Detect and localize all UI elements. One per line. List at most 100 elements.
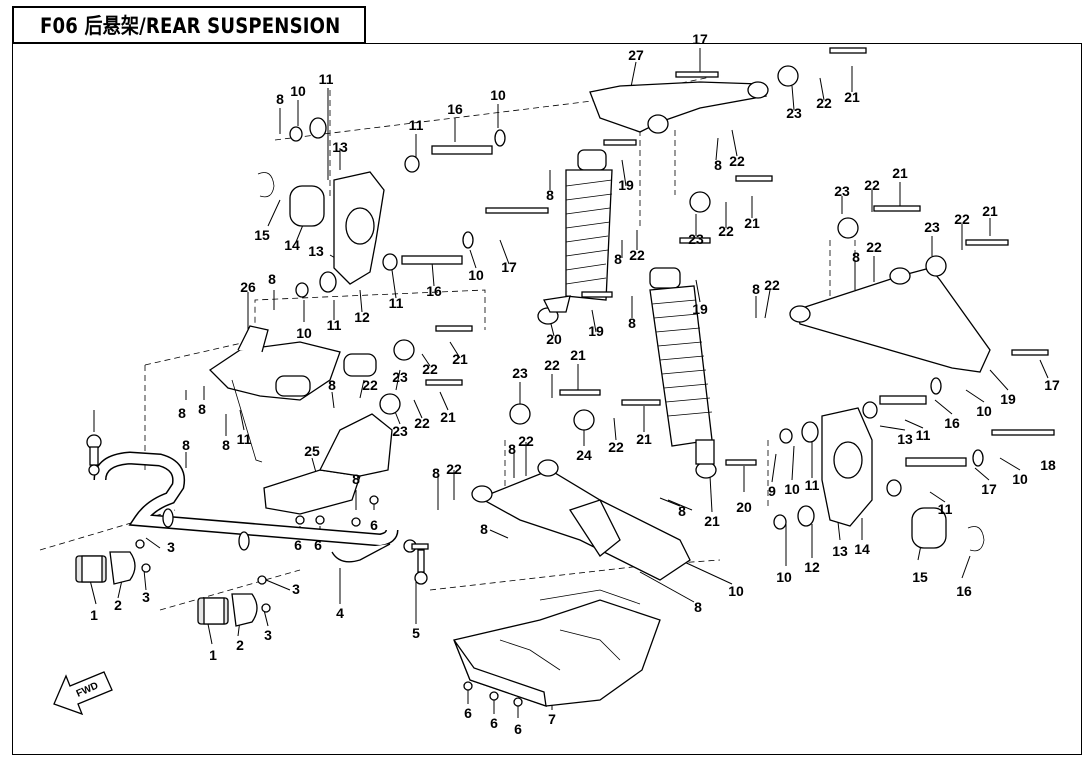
callout-10: 10 <box>776 569 792 585</box>
callout-4: 4 <box>336 605 344 621</box>
callout-17: 17 <box>1044 377 1060 393</box>
callout-15: 15 <box>254 227 270 243</box>
callout-10: 10 <box>290 83 306 99</box>
callout-22: 22 <box>544 357 560 373</box>
callout-21: 21 <box>892 165 908 181</box>
callout-23: 23 <box>512 365 528 381</box>
callout-8: 8 <box>178 405 186 421</box>
shock-absorber-right <box>649 267 717 479</box>
callout-22: 22 <box>816 95 832 111</box>
callout-8: 8 <box>752 281 760 297</box>
callout-8: 8 <box>614 251 622 267</box>
bushings-and-clamps <box>75 539 271 627</box>
callout-8: 8 <box>508 441 516 457</box>
callout-11: 11 <box>409 117 424 133</box>
callout-17: 17 <box>501 259 517 275</box>
callout-21: 21 <box>452 351 468 367</box>
callout-8: 8 <box>480 521 488 537</box>
callout-8: 8 <box>432 465 440 481</box>
callout-23: 23 <box>924 219 940 235</box>
callout-7: 7 <box>548 711 556 727</box>
callout-25: 26 <box>240 279 256 295</box>
callout-21: 21 <box>744 215 760 231</box>
callout-12: 13 <box>832 543 848 559</box>
callout-8: 8 <box>678 503 686 519</box>
callout-2: 2 <box>114 597 122 613</box>
shock-absorber-left <box>537 149 613 325</box>
skid-plate <box>453 589 661 707</box>
fasteners <box>289 47 1055 530</box>
callout-19: 20 <box>736 499 752 515</box>
callout-6: 6 <box>294 537 302 553</box>
callout-22: 22 <box>422 361 438 377</box>
callout-9: 10 <box>728 583 744 599</box>
stabilizer-bar <box>93 451 399 563</box>
callout-19: 19 <box>692 301 708 317</box>
callout-21: 21 <box>440 409 456 425</box>
callout-13: 14 <box>854 541 870 557</box>
stabilizer-link-right <box>403 539 429 585</box>
callout-26: 27 <box>628 47 644 63</box>
callout-6: 6 <box>490 715 498 731</box>
callout-22: 22 <box>629 247 645 263</box>
callout-8: 9 <box>768 483 776 499</box>
callout-19: 19 <box>588 323 604 339</box>
callout-22: 22 <box>518 433 534 449</box>
callout-23: 24 <box>576 447 592 463</box>
callout-8: 8 <box>222 437 230 453</box>
stabilizer-link-left <box>86 434 102 476</box>
callout-8: 8 <box>328 377 336 393</box>
callout-2: 2 <box>236 637 244 653</box>
callout-8: 8 <box>852 249 860 265</box>
rear-frame-bracket <box>208 325 377 463</box>
callout-16: 16 <box>447 101 463 117</box>
callout-5: 5 <box>412 625 420 641</box>
callout-23: 23 <box>786 105 802 121</box>
callout-19: 19 <box>618 177 634 193</box>
callout-17: 17 <box>692 31 708 47</box>
lower-a-arm-center <box>471 459 691 581</box>
callout-20: 21 <box>704 513 720 529</box>
callout-11: 12 <box>804 559 820 575</box>
callout-22: 22 <box>954 211 970 227</box>
callout-8: 8 <box>694 599 702 615</box>
callout-12: 12 <box>354 309 370 325</box>
callout-10: 11 <box>237 431 252 447</box>
callout-13: 13 <box>332 139 348 155</box>
callout-3: 3 <box>142 589 150 605</box>
callout-6: 6 <box>464 705 472 721</box>
callout-22: 22 <box>414 415 430 431</box>
callout-3: 3 <box>167 539 175 555</box>
callout-11: 11 <box>938 501 953 517</box>
callout-13: 13 <box>897 431 913 447</box>
callout-11: 11 <box>805 477 820 493</box>
callout-6: 6 <box>314 537 322 553</box>
callout-23: 23 <box>392 423 408 439</box>
upper-a-arm-top <box>589 81 769 134</box>
callout-11: 11 <box>389 295 404 311</box>
callout-21: 21 <box>844 89 860 105</box>
callout-1: 1 <box>209 647 217 663</box>
callout-22: 22 <box>866 239 882 255</box>
upper-a-arm-right <box>789 267 991 373</box>
callout-14: 15 <box>912 569 928 585</box>
callout-8: 8 <box>628 315 636 331</box>
callout-22: 22 <box>729 153 745 169</box>
callout-22: 22 <box>362 377 378 393</box>
callout-22: 22 <box>764 277 780 293</box>
callout-10: 10 <box>784 481 800 497</box>
callout-22: 22 <box>718 223 734 239</box>
fwd-arrow <box>53 671 113 716</box>
callout-22: 22 <box>608 439 624 455</box>
callout-16: 17 <box>981 481 997 497</box>
callout-22: 22 <box>864 177 880 193</box>
callout-6: 6 <box>514 721 522 737</box>
diagram-frame <box>12 43 1082 755</box>
callout-21: 21 <box>982 203 998 219</box>
callout-23: 23 <box>834 183 850 199</box>
callout-15: 16 <box>956 583 972 599</box>
callout-11: 11 <box>327 317 342 333</box>
knuckle-left <box>257 171 385 285</box>
